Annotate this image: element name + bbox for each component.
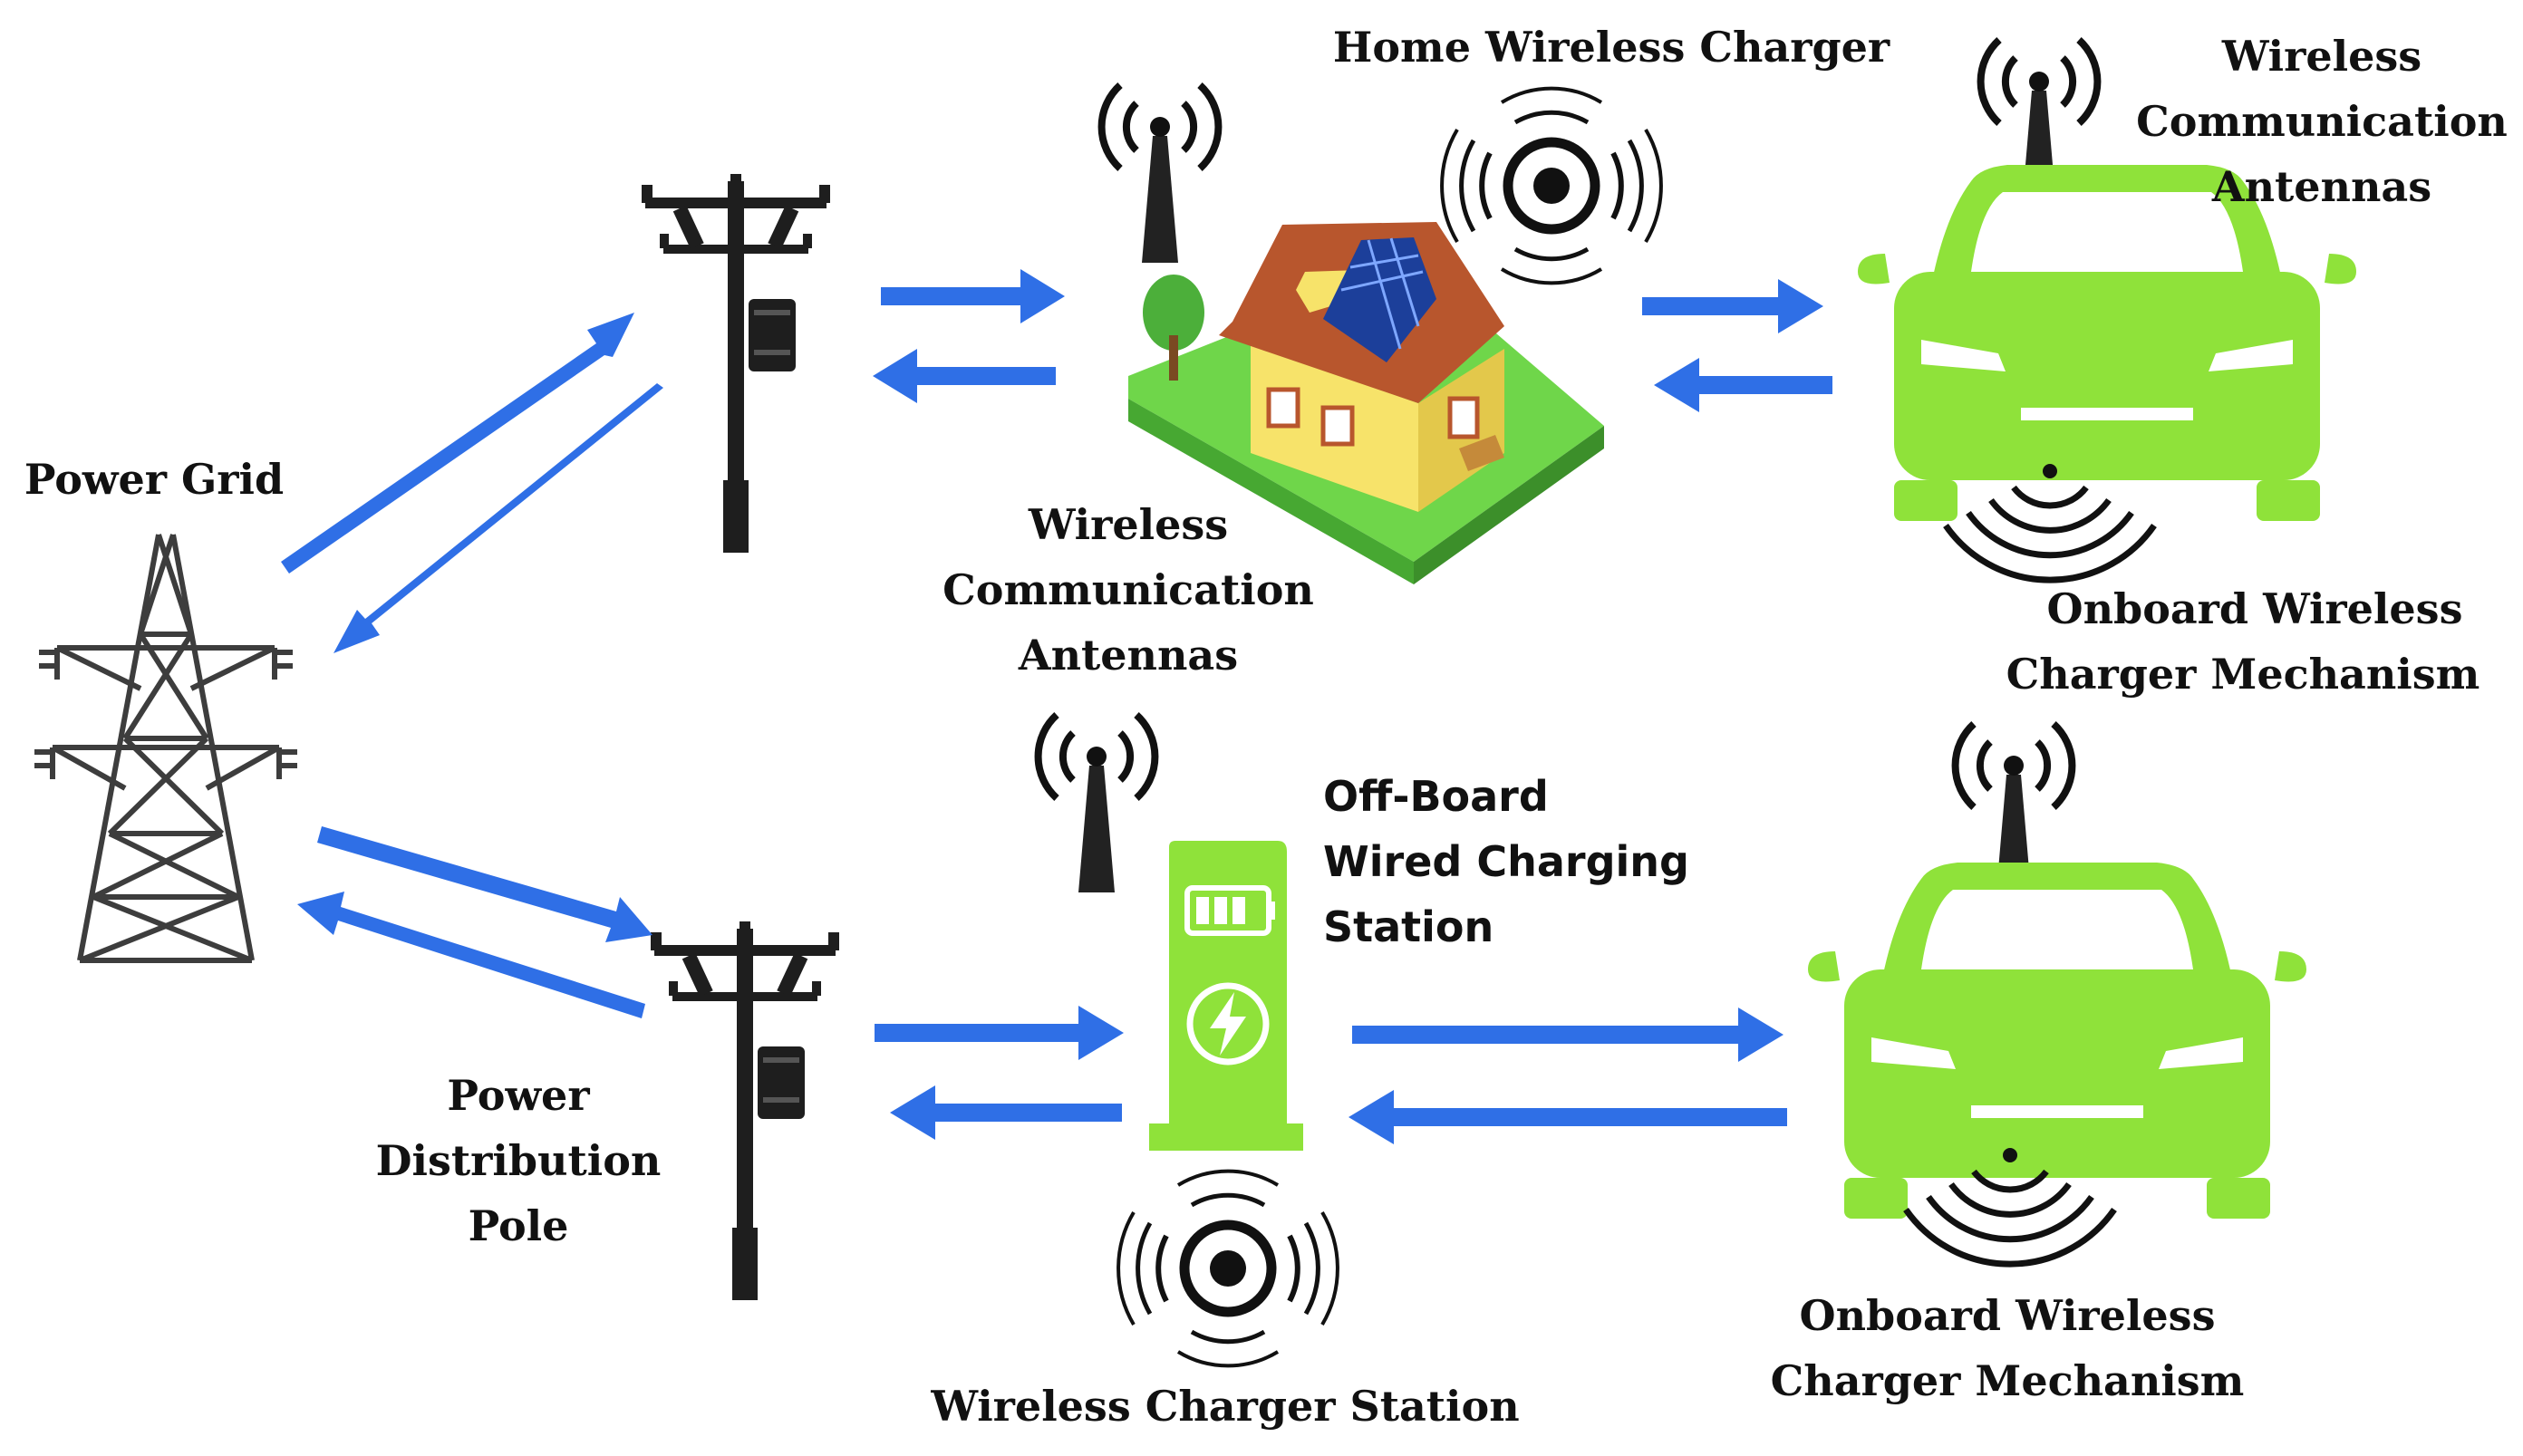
label-bottom-onboard-line1: Onboard Wireless xyxy=(1800,1291,2216,1340)
label-pole-line2: Distribution xyxy=(376,1136,662,1185)
label-offboard-line3: Station xyxy=(1323,902,1494,951)
label-pole-line1: Power xyxy=(447,1071,590,1120)
label-wireless-charger-station: Wireless Charger Station xyxy=(930,1382,1519,1431)
label-top-onboard-line2: Charger Mechanism xyxy=(2006,650,2480,699)
electric-car-icon-bottom xyxy=(1808,863,2306,1219)
label-top-onboard-line1: Onboard Wireless xyxy=(2047,584,2463,633)
label-power-grid: Power Grid xyxy=(24,455,284,504)
label-top-antennas-line3: Antennas xyxy=(2211,162,2431,211)
utility-pole-icon-top xyxy=(642,174,830,553)
label-bottom-onboard-line2: Charger Mechanism xyxy=(1771,1356,2245,1405)
label-top-antennas-line2: Communication xyxy=(2136,97,2508,146)
station-wireless-charger-icon xyxy=(1118,1172,1338,1366)
charging-station-icon xyxy=(1149,841,1303,1151)
label-top-antennas-line1: Wireless xyxy=(2221,32,2422,81)
label-mid-antennas-line3: Antennas xyxy=(1018,631,1238,680)
house-with-solar-panel-icon xyxy=(1128,222,1604,584)
antenna-icon-house xyxy=(1102,85,1219,263)
transmission-tower-icon xyxy=(34,534,297,963)
label-mid-antennas-line1: Wireless xyxy=(1028,500,1228,549)
label-home-wireless-charger: Home Wireless Charger xyxy=(1333,23,1890,72)
label-pole-line3: Pole xyxy=(469,1201,569,1250)
home-wireless-charger-icon xyxy=(1442,89,1661,284)
label-offboard-line2: Wired Charging xyxy=(1323,837,1689,886)
wireless-signal-icon-top xyxy=(1946,464,2154,580)
label-mid-antennas-line2: Communication xyxy=(942,565,1314,614)
utility-pole-icon-bottom xyxy=(651,921,839,1300)
electric-car-icon-top xyxy=(1858,165,2356,521)
label-offboard-line1: Off-Board xyxy=(1323,772,1549,821)
flow-arrows xyxy=(281,269,1832,1144)
antenna-icon-station xyxy=(1039,715,1155,892)
